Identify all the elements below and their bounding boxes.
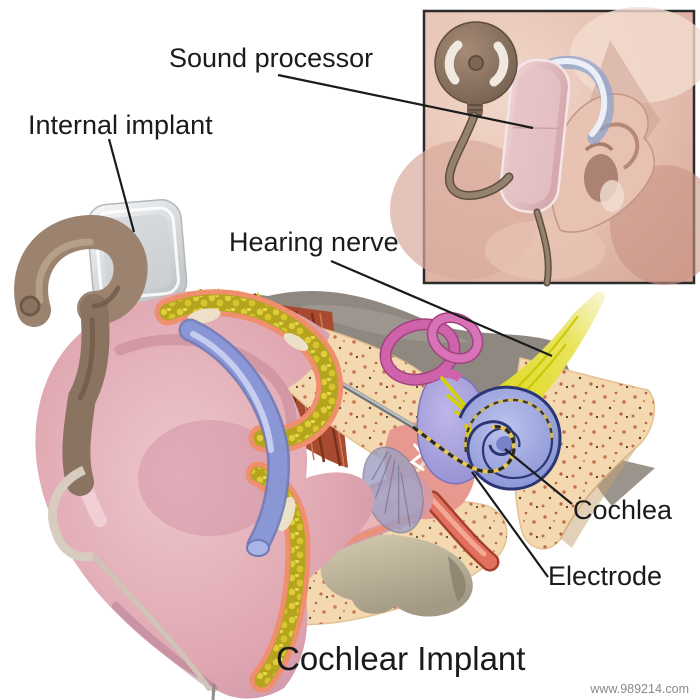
label-sound-processor: Sound processor [169,43,374,73]
jaw-bone [320,534,473,617]
inset-external-device [390,7,700,287]
leader-electrode [471,471,549,578]
leader-hearing-nerve [330,259,553,358]
label-internal-implant: Internal implant [28,110,213,140]
headpiece-coil-side [14,214,148,496]
leader-internal-implant [107,138,136,233]
leader-sound-processor [277,73,534,130]
electrode-array-dashed [411,398,554,474]
label-hearing-nerve: Hearing nerve [229,227,399,257]
cartilage-cut-band-helix [154,289,344,454]
inset-ear-hook [533,55,614,145]
watermark-url: www.989214.com [590,682,689,696]
leader-cochlea [504,448,573,505]
inset-cables [444,111,552,287]
label-cochlea: Cochlea [573,495,673,525]
label-electrode: Electrode [548,561,663,591]
inset-ear [550,93,656,233]
semicircular-canals [379,311,484,386]
headpiece-straps [48,465,216,700]
inset-transmitter-coil [434,21,518,117]
eustachian-tube [422,490,500,572]
main-ear-cross-section [14,199,656,700]
inset-sound-processor-body [499,58,571,214]
leader-lines [107,73,573,578]
electrode-lead-tube [178,318,291,557]
figure-title: Cochlear Implant [276,640,526,677]
